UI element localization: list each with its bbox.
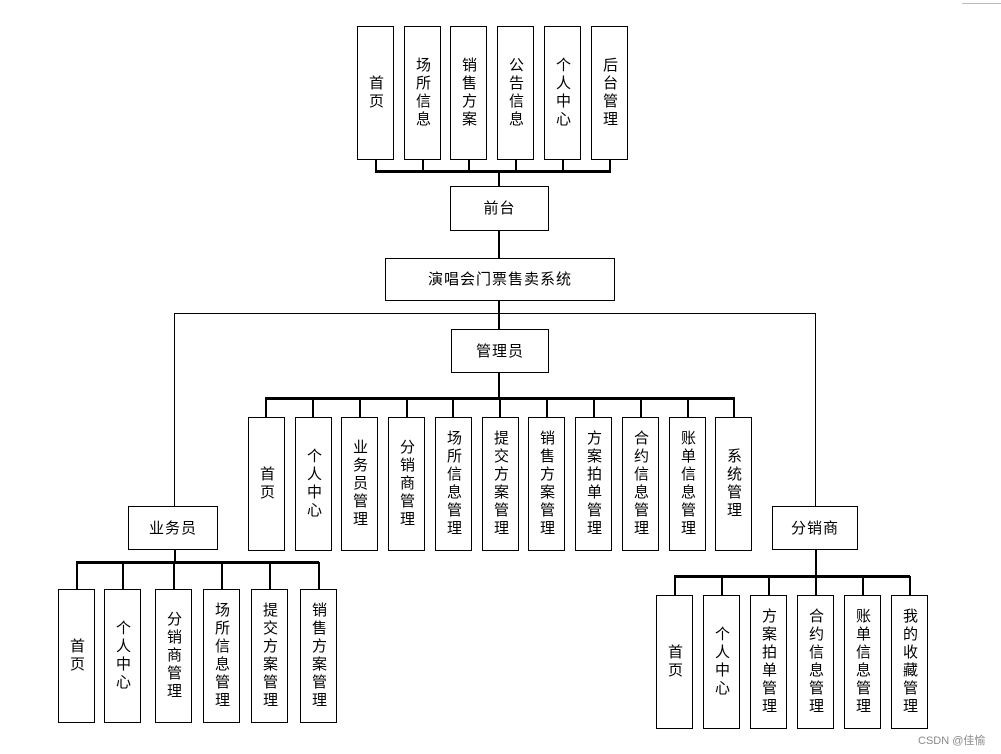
- distributor-node: 分销商: [772, 506, 858, 550]
- frontend-module: 公告信息: [497, 26, 534, 160]
- connector: [498, 373, 500, 399]
- watermark: CSDN @佳愉: [918, 735, 986, 747]
- connector: [174, 313, 816, 314]
- connector: [733, 398, 735, 418]
- connector: [375, 170, 611, 173]
- distributor-module: 方案拍单管理: [750, 595, 787, 729]
- salesman-module: 个人中心: [104, 589, 141, 723]
- connector: [173, 562, 175, 590]
- connector: [406, 398, 408, 418]
- corner-mark: [962, 0, 1001, 4]
- admin-module: 场所信息管理: [435, 417, 472, 551]
- connector: [674, 576, 676, 596]
- connector: [862, 576, 864, 596]
- connector: [76, 562, 78, 590]
- connector: [498, 231, 500, 258]
- connector: [375, 160, 377, 172]
- connector: [815, 576, 817, 596]
- salesman-module: 分销商管理: [155, 589, 192, 723]
- admin-module: 系统管理: [715, 417, 752, 551]
- connector: [122, 562, 124, 590]
- connector: [562, 160, 564, 172]
- connector: [768, 576, 770, 596]
- frontend-node: 前台: [450, 186, 549, 231]
- connector: [498, 171, 500, 186]
- admin-module: 合约信息管理: [622, 417, 659, 551]
- connector: [269, 562, 271, 590]
- connector: [687, 398, 689, 418]
- admin-node: 管理员: [451, 329, 549, 373]
- system-root-node: 演唱会门票售卖系统: [385, 258, 615, 301]
- frontend-module: 场所信息: [404, 26, 441, 160]
- connector: [498, 301, 500, 329]
- connector: [174, 313, 175, 507]
- salesman-node: 业务员: [128, 506, 218, 550]
- connector: [546, 398, 548, 418]
- distributor-module: 个人中心: [703, 595, 740, 729]
- connector: [815, 550, 817, 577]
- connector: [909, 576, 911, 596]
- connector: [815, 313, 816, 507]
- connector: [422, 160, 424, 172]
- admin-module: 个人中心: [295, 417, 332, 551]
- admin-module: 账单信息管理: [669, 417, 706, 551]
- frontend-module: 个人中心: [544, 26, 581, 160]
- frontend-module: 首页: [357, 26, 394, 160]
- distributor-module: 首页: [656, 595, 693, 729]
- connector: [721, 576, 723, 596]
- distributor-module: 我的收藏管理: [891, 595, 928, 729]
- salesman-module: 场所信息管理: [203, 589, 240, 723]
- connector: [468, 160, 470, 172]
- salesman-module: 提交方案管理: [251, 589, 288, 723]
- salesman-module: 销售方案管理: [300, 589, 337, 723]
- distributor-module: 账单信息管理: [844, 595, 881, 729]
- distributor-module: 合约信息管理: [797, 595, 834, 729]
- frontend-module: 销售方案: [450, 26, 487, 160]
- salesman-module: 首页: [58, 589, 95, 723]
- connector: [76, 561, 319, 564]
- connector: [312, 398, 314, 418]
- connector: [593, 398, 595, 418]
- admin-module: 方案拍单管理: [575, 417, 612, 551]
- admin-module: 业务员管理: [341, 417, 378, 551]
- admin-module: 首页: [248, 417, 285, 551]
- connector: [174, 550, 176, 563]
- connector: [318, 562, 320, 590]
- connector: [640, 398, 642, 418]
- frontend-module: 后台管理: [591, 26, 628, 160]
- connector: [452, 398, 454, 418]
- connector: [515, 160, 517, 172]
- connector: [499, 398, 501, 418]
- connector: [674, 575, 910, 578]
- connector: [265, 398, 267, 418]
- connector: [359, 398, 361, 418]
- connector: [221, 562, 223, 590]
- admin-module: 销售方案管理: [528, 417, 565, 551]
- admin-module: 提交方案管理: [482, 417, 519, 551]
- connector: [609, 160, 611, 172]
- admin-module: 分销商管理: [388, 417, 425, 551]
